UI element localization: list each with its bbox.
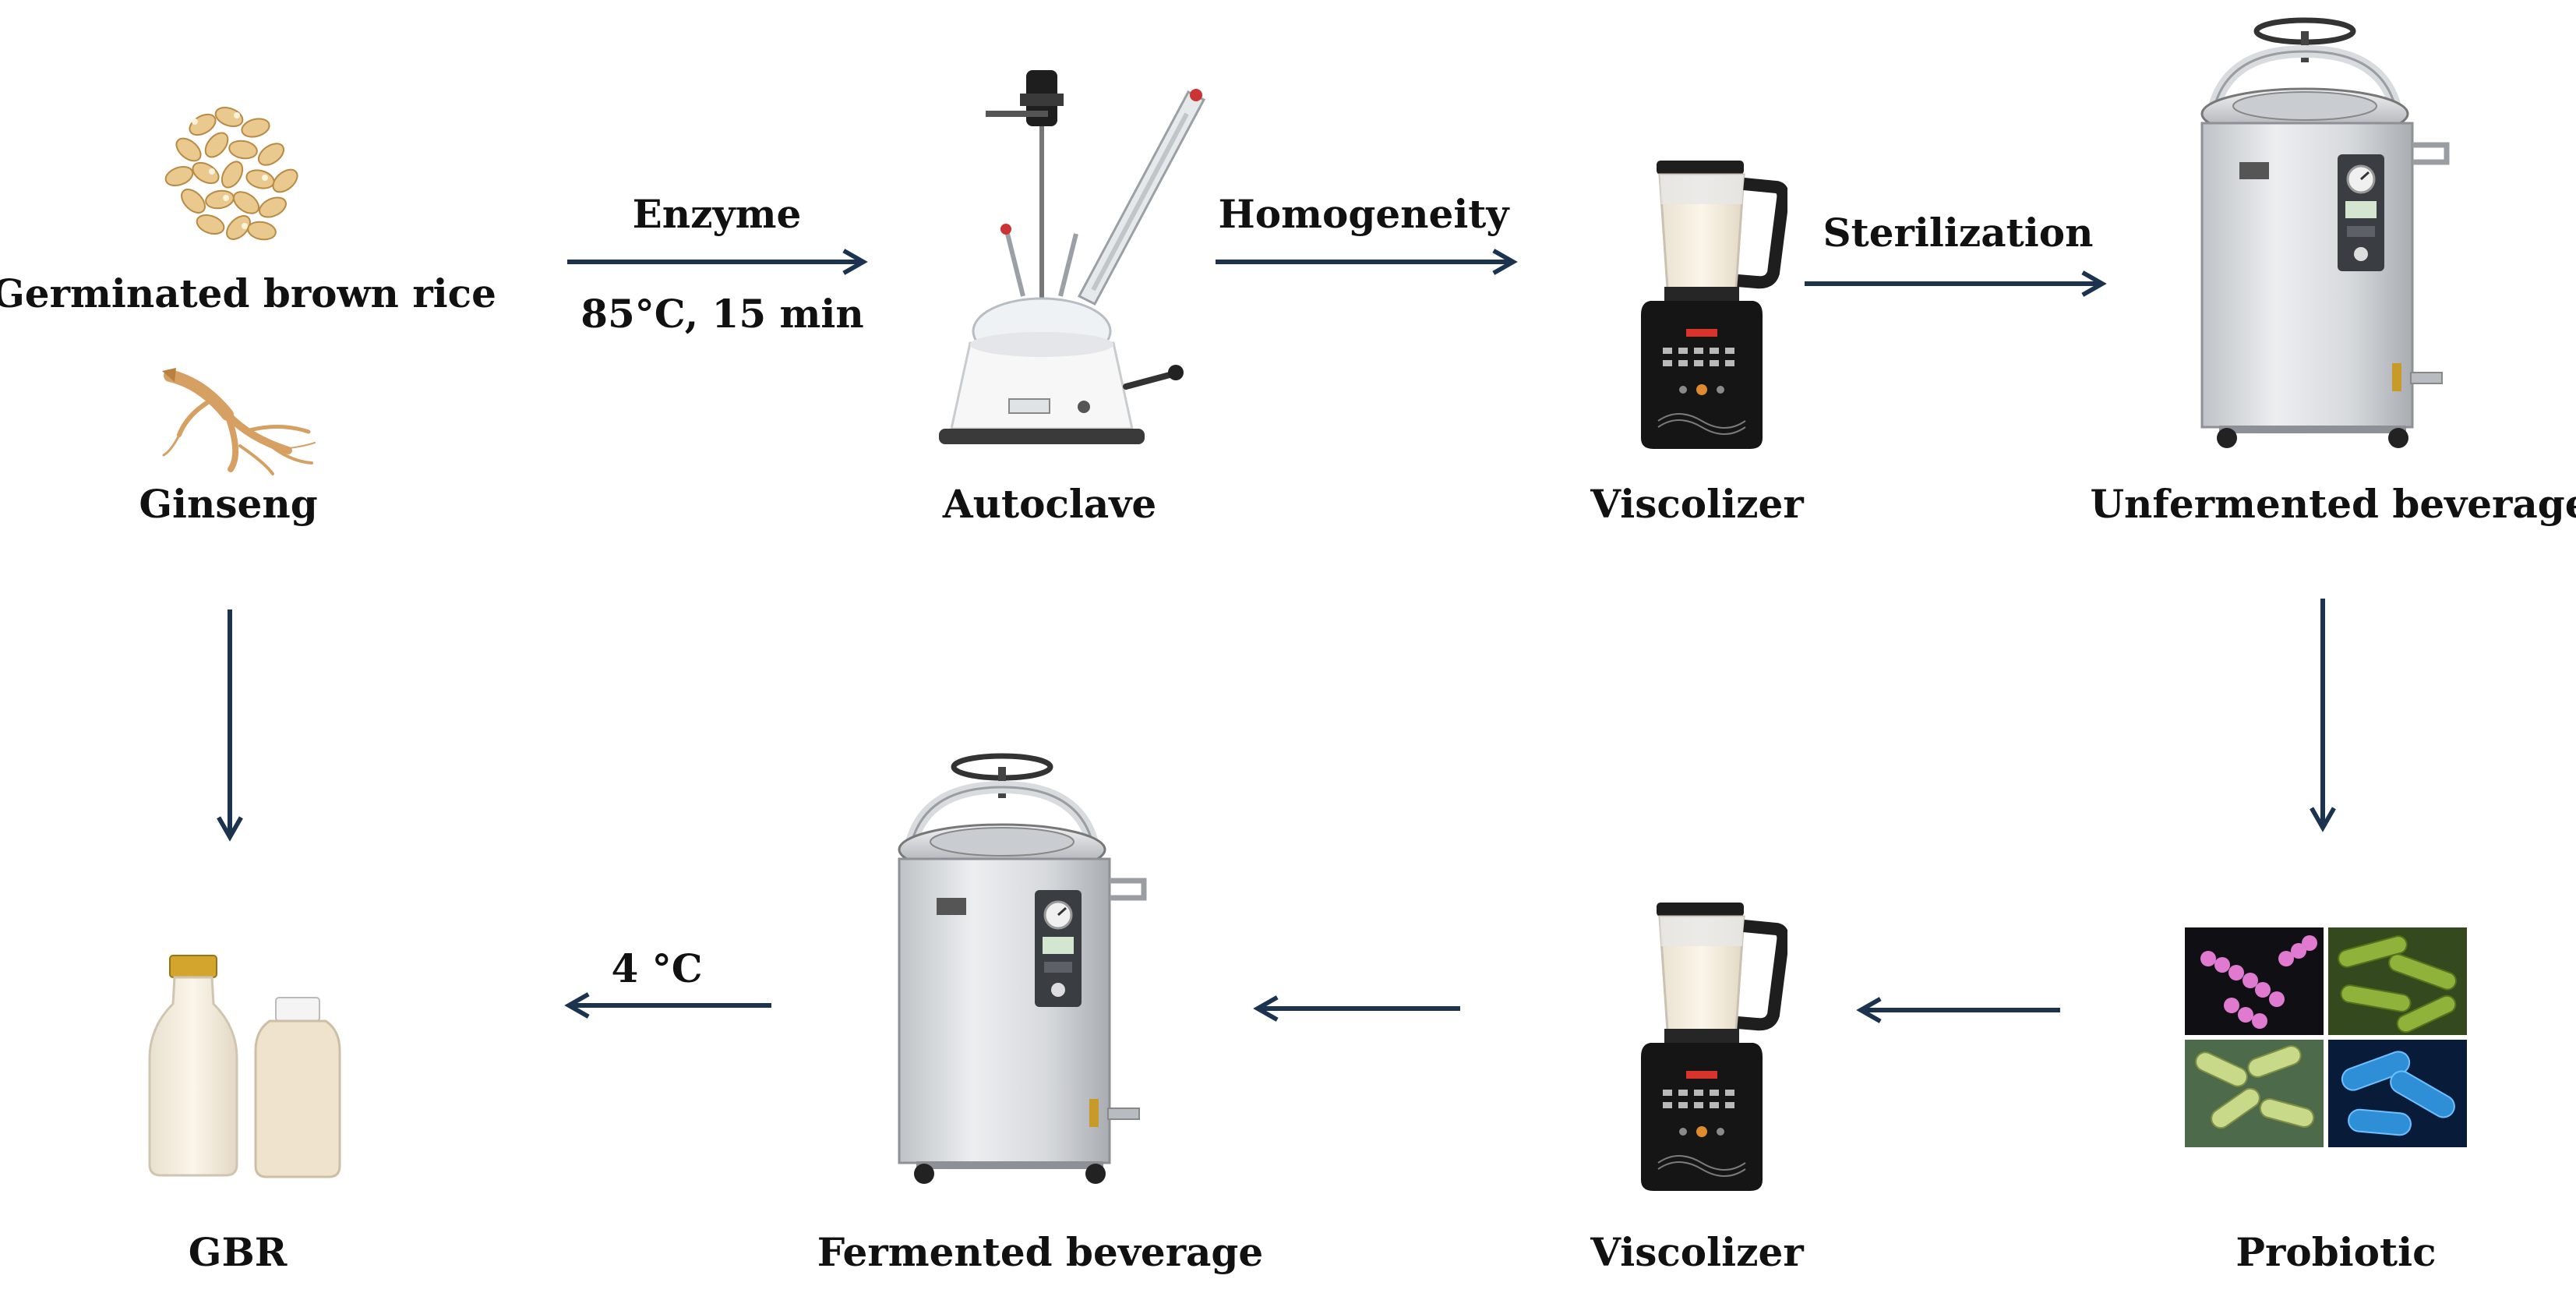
step-label-homogeneity: Homogeneity [1218,191,1509,237]
blender-icon [1632,156,1787,452]
probiotic-bacteria-icon [2185,927,2467,1147]
step-label-enzyme: Enzyme [632,191,802,237]
node-label-germinated-brown-rice: Germinated brown rice [0,270,496,316]
node-label-viscolizer-bottom: Viscolizer [1590,1229,1804,1275]
node-label-viscolizer-top: Viscolizer [1590,481,1804,527]
milk-bottles-icon [148,955,341,1178]
pressure-sterilizer-icon [885,750,1166,1186]
pressure-sterilizer-icon [2188,14,2468,450]
step-label-enzyme-condition: 85°C, 15 min [580,291,864,337]
ginseng-root-icon [162,368,316,475]
step-label-storage-temperature: 4 °C [611,945,703,991]
node-label-ginseng: Ginseng [139,481,318,527]
node-label-autoclave: Autoclave [942,481,1157,527]
node-label-fermented-beverage: Fermented beverage [817,1229,1264,1275]
reaction-vessel-icon [939,70,1206,444]
germinated-brown-rice-icon [164,106,298,241]
node-label-probiotic: Probiotic [2235,1229,2437,1275]
node-label-gbr: GBR [188,1229,288,1275]
step-label-sterilization: Sterilization [1823,210,2094,256]
node-label-unfermented-beverage: Unfermented beverage [2090,481,2576,527]
blender-icon [1632,898,1787,1194]
